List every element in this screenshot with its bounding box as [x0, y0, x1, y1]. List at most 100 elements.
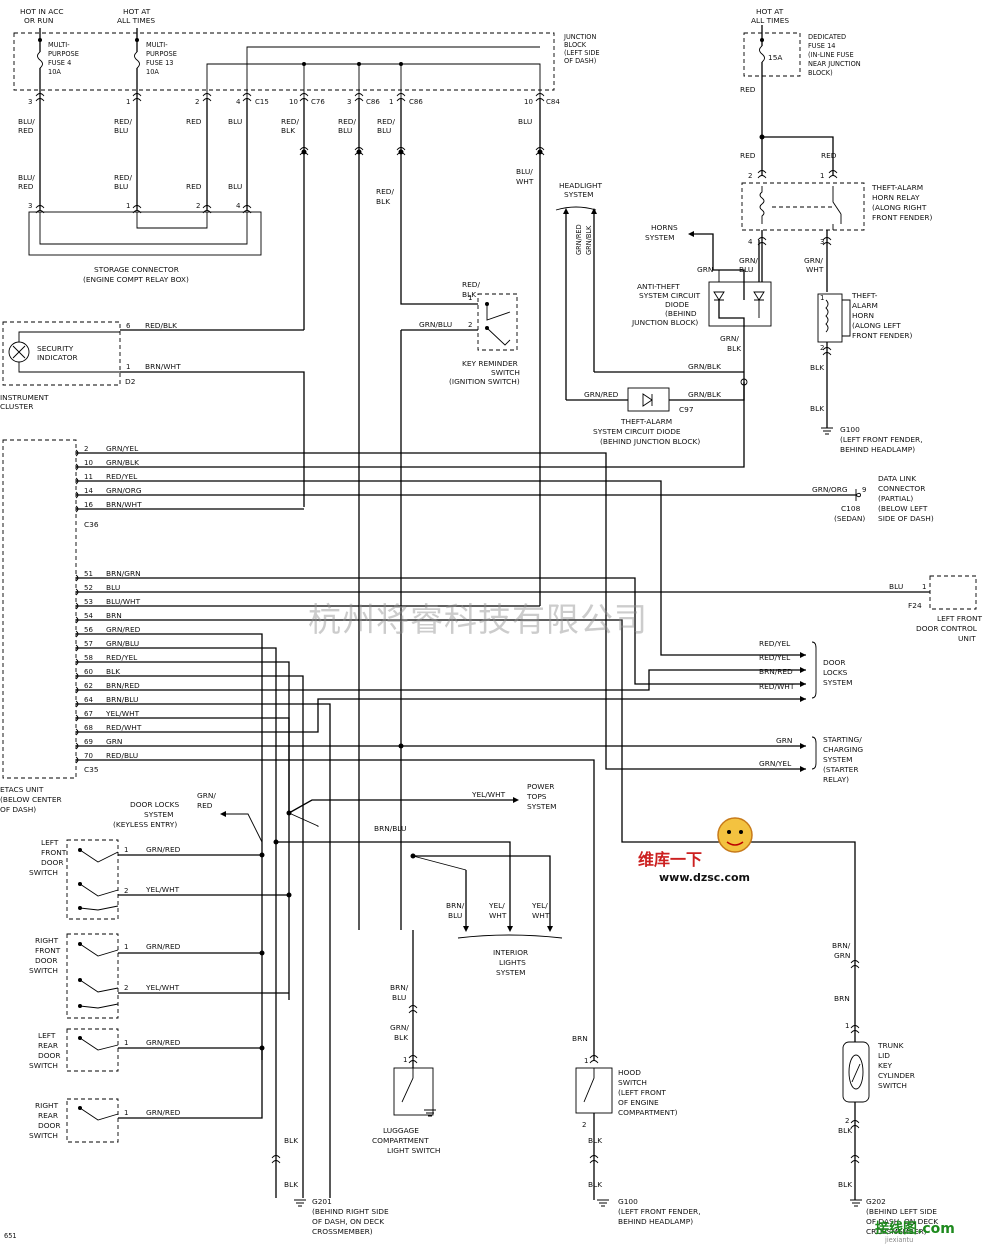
- left-front-door-switch: [66, 839, 119, 920]
- trunk-switch-box: [842, 1041, 870, 1103]
- dcu-pin: 1: [922, 583, 926, 591]
- w-redblu-2b: BLU: [114, 182, 128, 191]
- lug-l1: LUGGAGE: [383, 1126, 419, 1135]
- svg-text:2: 2: [124, 887, 128, 895]
- w-brngrn-a: BRN/: [832, 941, 851, 950]
- tar-l2: HORN RELAY: [872, 193, 920, 202]
- corner-logo: 接线图.com jiexiantu: [875, 1220, 955, 1244]
- connector-break-mark: [354, 93, 364, 102]
- w-grnred-vert: GRN/RED: [575, 224, 583, 255]
- rfd-l2: FRONT: [35, 946, 61, 955]
- hood-l1: HOOD: [618, 1068, 641, 1077]
- trunk-l3: KEY: [878, 1061, 893, 1070]
- w-blk-g201b: BLK: [284, 1180, 298, 1189]
- instrument-cluster-l2: CLUSTER: [0, 402, 33, 411]
- storage-connector-box: [28, 211, 262, 256]
- connector-break-mark: [408, 1005, 418, 1014]
- connector-break-mark: [202, 205, 212, 214]
- connector-break-mark: [850, 960, 860, 969]
- atd-l4: (BEHIND: [665, 309, 697, 318]
- connector-break-mark: [35, 93, 45, 102]
- w-blu-c84: BLU: [518, 117, 532, 126]
- w-redblu-3b: BLU: [338, 126, 352, 135]
- fuse-14-box: [743, 32, 801, 77]
- svg-text:1: 1: [845, 1022, 849, 1030]
- connector-break-mark: [408, 1055, 418, 1064]
- etacs-pin-number: 2: [84, 445, 88, 453]
- w-yelwht-il2-a: YEL/: [531, 901, 548, 910]
- lug-l3: LIGHT SWITCH: [387, 1146, 440, 1155]
- w-blured-1a: BLU/: [18, 117, 35, 126]
- fuse14-l3: (IN-LINE FUSE: [808, 51, 854, 59]
- dlc-l4: (BELOW LEFT: [878, 504, 928, 513]
- etacs-pin-number: 54: [84, 612, 93, 620]
- etacs-pin-wire-color: BLK: [106, 667, 120, 676]
- sedan-label: (SEDAN): [834, 514, 865, 523]
- connector-break-mark: [850, 1155, 860, 1164]
- conn-c97: C97: [679, 405, 694, 414]
- pt-l2: TOPS: [526, 792, 547, 801]
- il-l1: INTERIOR: [493, 948, 528, 957]
- hot-acc-label-1: HOT IN ACC: [20, 7, 64, 16]
- fuse4-l2: PURPOSE: [48, 50, 79, 58]
- connector-break-mark: [35, 205, 45, 214]
- etacs-pin-wire-color: GRN/BLU: [106, 639, 139, 648]
- jb-bus-2: [246, 46, 540, 98]
- tad-l3: (BEHIND JUNCTION BLOCK): [600, 437, 700, 446]
- hot-at-label-2: ALL TIMES: [117, 16, 155, 25]
- etacs-pin-wire-color: RED/YEL: [106, 472, 138, 481]
- fuse14-l1: DEDICATED: [808, 33, 846, 41]
- dcu-l3: UNIT: [958, 634, 976, 643]
- etacs-pin-number: 11: [84, 473, 93, 481]
- ground-symbol-g100-bottom: [597, 1199, 609, 1207]
- w-red-relay-2: RED: [821, 151, 837, 160]
- w-redblk-b: BLK: [281, 126, 295, 135]
- connector-break-mark: [242, 205, 252, 214]
- etacs-pin-wire-color: RED/BLU: [106, 751, 138, 760]
- svg-text:2: 2: [124, 984, 128, 992]
- corner-logo-sub: jiexiantu: [884, 1236, 913, 1244]
- w-grnblk-h: GRN/BLK: [688, 362, 721, 371]
- trunk-l5: SWITCH: [878, 1081, 907, 1090]
- tah-l3: HORN: [852, 311, 874, 320]
- ground-symbol-g201: [294, 1199, 306, 1207]
- etacs-pin-number: 56: [84, 626, 93, 634]
- connector-break-mark: [271, 1155, 281, 1164]
- etacs-wires: [76, 382, 930, 1198]
- connector-break-mark: [589, 1055, 599, 1064]
- connector-break-mark: [242, 93, 252, 102]
- etacs-pin-wire-color: GRN: [106, 737, 122, 746]
- w-yelwht-il-b: WHT: [489, 911, 507, 920]
- w-grn-horn: GRN: [697, 265, 713, 274]
- logo-text-cn: 维库一下: [638, 850, 702, 869]
- trunk-l1: TRUNK: [877, 1041, 904, 1050]
- pt-l1: POWER: [527, 782, 554, 791]
- hot-at2-l2: ALL TIMES: [751, 16, 789, 25]
- instrument-cluster-box: [2, 321, 121, 386]
- svg-text:1: 1: [820, 294, 824, 302]
- w-red-1: RED: [186, 117, 202, 126]
- tad-l1: THEFT-ALARM: [620, 417, 672, 426]
- connector-break-mark: [828, 170, 838, 179]
- dl-wire-4: RED/WHT: [759, 682, 795, 691]
- cluster-pin-1: 1: [126, 363, 130, 371]
- tar-l4: FRONT FENDER): [872, 213, 933, 222]
- svg-text:2: 2: [748, 172, 752, 180]
- conn-c76: C76: [311, 98, 325, 106]
- tah-l4: (ALONG LEFT: [852, 321, 901, 330]
- w-bluwht-a: BLU/: [516, 167, 533, 176]
- svg-text:4: 4: [748, 238, 753, 246]
- g201-l1: G201: [312, 1197, 332, 1206]
- dl-wire-1: RED/YEL: [759, 639, 791, 648]
- starting-l1: STARTING/: [823, 735, 862, 744]
- w-redblu-4a: RED/: [377, 117, 395, 126]
- w-redblk-2b: BLK: [376, 197, 390, 206]
- w-grnwht-b: WHT: [806, 265, 824, 274]
- etacs-pin-wire-color: GRN/BLK: [106, 458, 139, 467]
- g202-l2: (BEHIND LEFT SIDE: [866, 1207, 937, 1216]
- etacs-l2: (BELOW CENTER: [0, 795, 62, 804]
- atd-l3: DIODE: [665, 300, 689, 309]
- etacs-pin-wire-color: RED/YEL: [106, 653, 138, 662]
- etacs-pin-wire-color: BRN/BLU: [106, 695, 138, 704]
